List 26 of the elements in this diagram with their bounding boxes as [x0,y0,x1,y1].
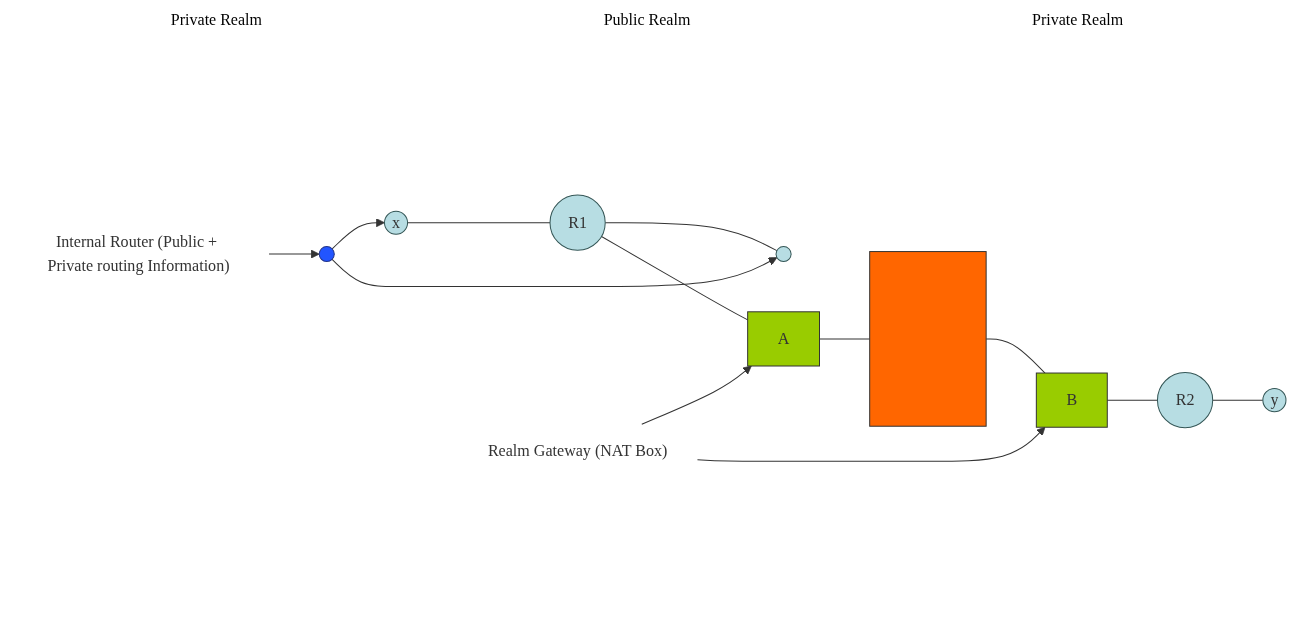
arrow [331,218,385,250]
host-circle: y [1262,388,1287,413]
router-circle [318,246,335,263]
host-circle: x [384,210,409,235]
gateway-box: A [747,311,820,367]
arrow [331,257,778,287]
gateway-box: B [1035,372,1108,428]
connector-line [601,236,749,321]
arrow [268,249,320,259]
realm-label: Private Realm [170,11,262,29]
realm-label: Private Realm [1032,11,1124,29]
annotation-text: Realm Gateway (NAT Box) [487,442,668,460]
arrow [641,365,752,425]
connector-line [819,338,871,340]
connector-line [604,222,778,252]
realm-circle: R1 [549,194,606,251]
annotation-text: Internal Router (Public + Private routing Information) [47,233,230,275]
connector-line [985,338,1046,374]
connector-line [1106,399,1158,401]
connector-line [407,222,551,224]
realm-circle: R2 [1156,372,1214,429]
arrow [696,426,1046,462]
public-realm-box [869,251,987,427]
host-circle [775,246,792,263]
connector-line [1212,399,1264,401]
realm-label: Public Realm [603,11,691,29]
